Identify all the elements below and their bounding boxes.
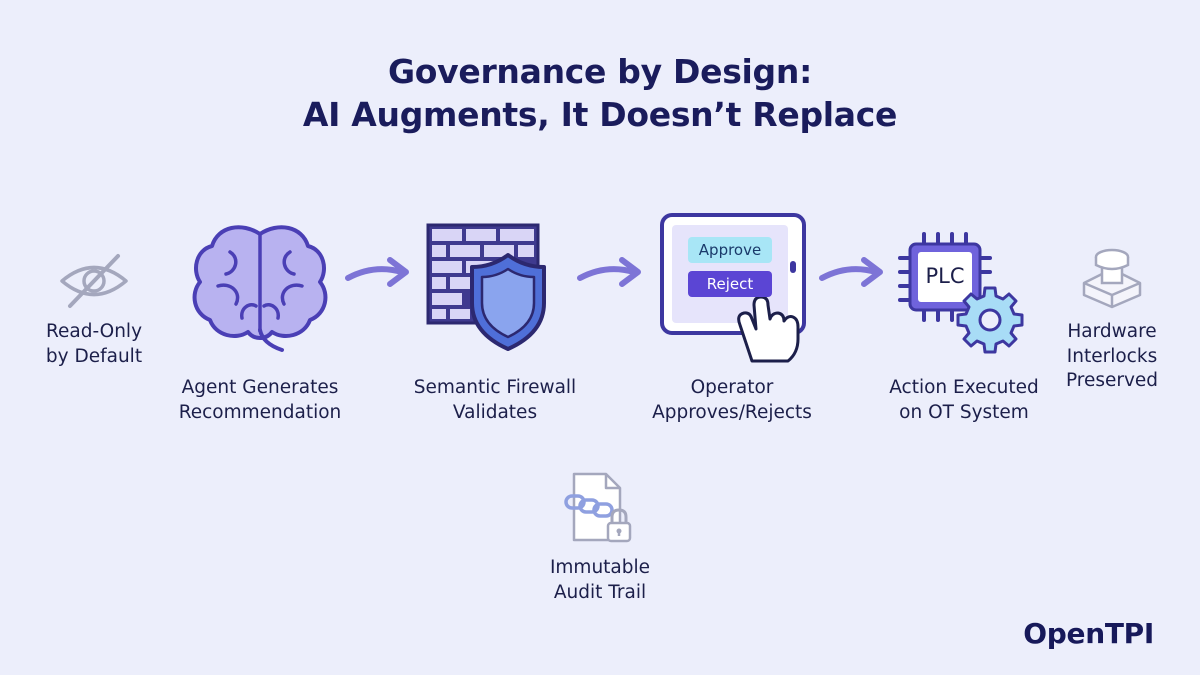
approve-button[interactable]: Approve: [688, 237, 772, 263]
title-line-1: Governance by Design:: [388, 52, 812, 91]
arrow-right-icon: [344, 256, 414, 290]
title-line-2: AI Augments, It Doesn’t Replace: [302, 95, 898, 134]
step-caption-agent: Agent Generates Recommendation: [178, 377, 342, 423]
document-chain-lock-icon: [562, 470, 640, 548]
arrow-right-icon: [576, 256, 646, 290]
audit-caption: Immutable Audit Trail: [549, 557, 651, 603]
plc-label: PLC: [925, 264, 965, 288]
step-caption-firewall: Semantic Firewall Validates: [413, 377, 577, 423]
step-caption-action: Action Executed on OT System: [889, 377, 1039, 423]
page-title: Governance by Design: AI Augments, It Do…: [0, 50, 1200, 136]
step-caption-hardware: Hardware Interlocks Preserved: [1065, 321, 1159, 391]
eye-slash-icon: [56, 252, 132, 310]
reject-button[interactable]: Reject: [688, 271, 772, 297]
step-caption-read-only: Read-Only by Default: [45, 321, 143, 367]
brand-logo: OpenTPI: [1023, 617, 1154, 650]
brain-icon: [190, 222, 330, 360]
step-caption-operator: Operator Approves/Rejects: [652, 377, 812, 423]
firewall-shield-icon: [426, 223, 546, 351]
arrow-right-icon: [818, 256, 888, 290]
tablet-touch-icon: Approve Reject: [660, 213, 810, 363]
emergency-button-icon: [1080, 245, 1144, 309]
plc-chip-gear-icon: PLC: [898, 232, 1024, 354]
